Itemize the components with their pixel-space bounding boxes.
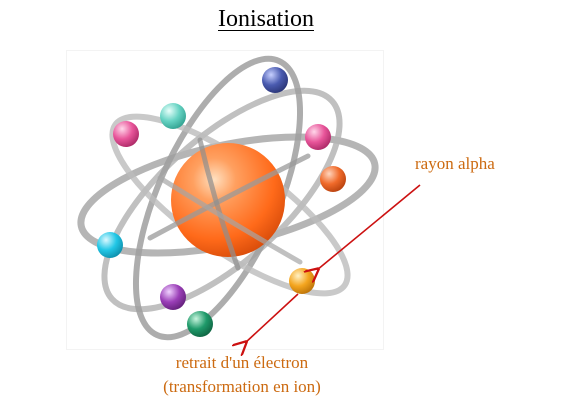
electron-pink-right: [305, 124, 331, 150]
electron-pink-left: [113, 121, 139, 147]
electron-removal-arrow: [245, 293, 299, 343]
electron-blue-top: [262, 67, 288, 93]
electron-green: [187, 311, 213, 337]
electron-purple: [160, 284, 186, 310]
ion-transformation-label: (transformation en ion): [163, 377, 321, 396]
orbit-front-segments: [147, 137, 311, 271]
page-title: Ionisation: [218, 6, 314, 32]
nucleus: [171, 143, 285, 257]
alpha-ray-label: rayon alpha: [415, 154, 495, 173]
orbit-front-segment-2: [197, 137, 241, 271]
electron-yellow: [289, 268, 315, 294]
electrons: [97, 67, 346, 337]
electron-removal-label: retrait d'un électron: [175, 353, 309, 372]
electron-teal: [160, 103, 186, 129]
electron-cyan: [97, 232, 123, 258]
electron-orange-right: [320, 166, 346, 192]
alpha-ray-arrow: [317, 184, 421, 270]
orbit-front-segment-1: [147, 153, 311, 241]
orbit-front-segment-3: [157, 175, 303, 265]
